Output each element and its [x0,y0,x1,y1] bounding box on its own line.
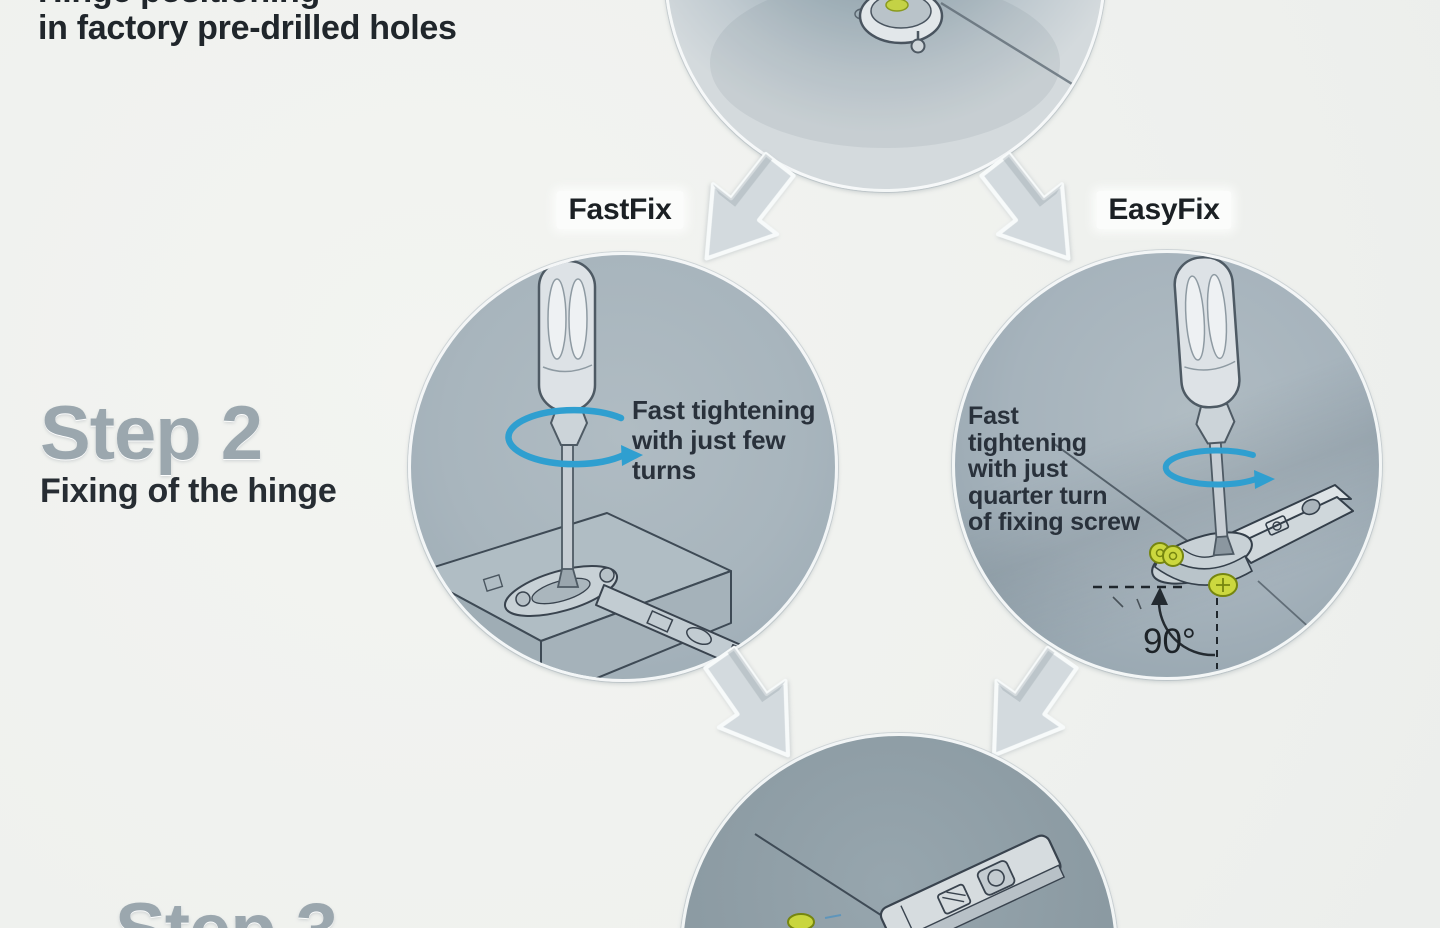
fastfix-caption: Fast tightening with just few turns [632,395,816,485]
step2-label: Step 2 [40,391,263,476]
fixing-screws-icon [1149,542,1238,597]
step1-heading: Hinge positioning in factory pre-drilled… [38,0,457,47]
down-left-arrow-icon [991,645,1079,758]
easyfix-label: EasyFix [1096,191,1232,229]
angle-guide-illustration [1093,585,1218,669]
screwdriver-illustration [1173,255,1241,557]
down-left-arrow-icon [704,151,796,261]
screwdriver-illustration [537,259,597,588]
fastfix-illustration [414,259,764,679]
easyfix-circle [952,250,1382,680]
rotation-arrow-icon [1162,447,1275,489]
step3-hinge-illustration [754,833,1066,928]
angle-label: 90° [1143,622,1196,661]
step2-title: Fixing of the hinge [40,472,337,510]
step1-circle [664,0,1106,192]
step3-circle [680,733,1118,928]
hinge-cup-illustration [710,0,1103,148]
down-right-arrow-icon [703,645,791,758]
fastfix-label: FastFix [556,191,684,229]
down-right-arrow-icon [979,151,1071,261]
fixing-screw-icon [787,913,815,928]
easyfix-caption: Fast tightening with just quarter turn o… [968,402,1141,536]
fastfix-circle [408,252,838,682]
rotation-arrow-icon [505,406,643,468]
easyfix-illustration [1052,255,1358,672]
hinge-arm-illustration [879,834,1066,928]
step3-label: Step 3 [115,891,338,928]
